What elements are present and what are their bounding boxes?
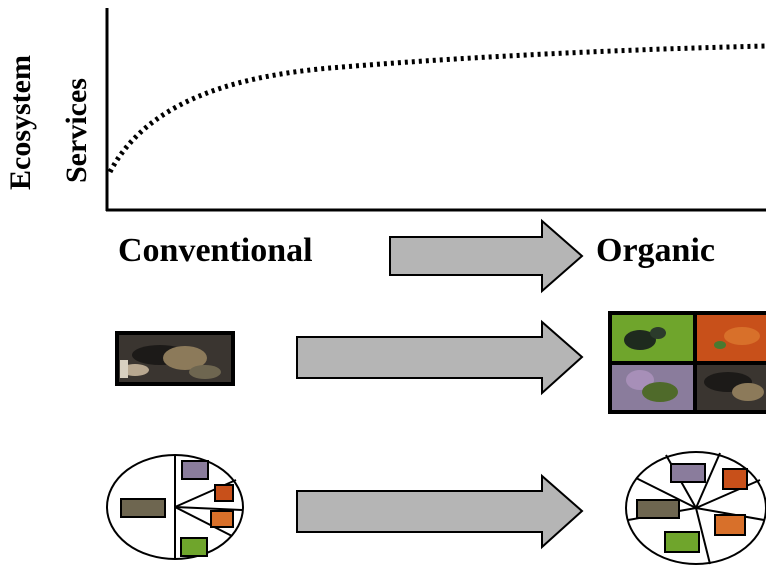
- label-conventional: Conventional: [118, 232, 313, 269]
- single-bee-photo: [115, 331, 235, 386]
- label-organic: Organic: [596, 232, 715, 269]
- four-bee-photo-grid: [608, 311, 766, 414]
- pie-chart-many-bees: [625, 451, 766, 565]
- transition-arrow-top: [389, 218, 584, 294]
- transition-arrow-photos: [296, 319, 584, 396]
- axes: [105, 8, 766, 212]
- transition-arrow-pies: [296, 473, 584, 550]
- pie-chart-few-bees: [106, 454, 244, 560]
- ecosystem-services-curve: [107, 43, 766, 174]
